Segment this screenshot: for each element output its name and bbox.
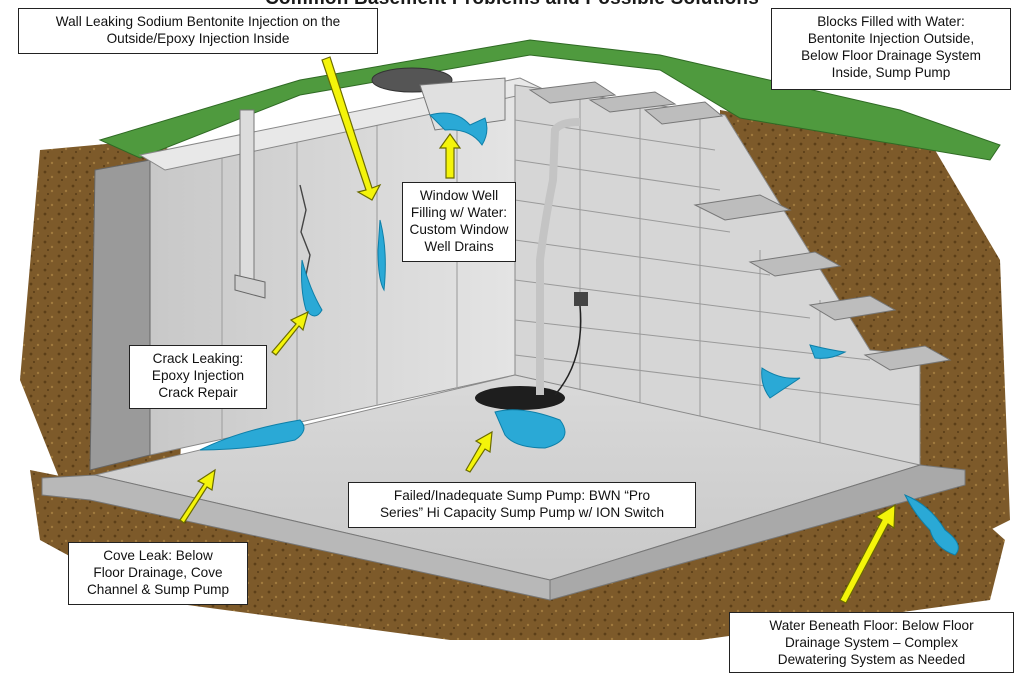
callout-line: Below Floor Drainage System bbox=[801, 48, 981, 63]
soil-bottom bbox=[30, 470, 1005, 640]
left-wall-edge bbox=[89, 159, 151, 471]
callout-line: Well Drains bbox=[424, 239, 494, 254]
callout-line: Epoxy Injection bbox=[151, 368, 245, 383]
pump-cord bbox=[554, 305, 582, 396]
wall-crack bbox=[299, 184, 311, 281]
block-step-tops bbox=[528, 81, 952, 371]
callout-line: Cove Leak: Below bbox=[103, 548, 213, 563]
callout-line: Water Beneath Floor: Below Floor bbox=[769, 618, 974, 633]
callout-crack-leaking: Crack Leaking: Epoxy Injection Crack Rep… bbox=[129, 345, 267, 409]
arrow-cove bbox=[179, 468, 216, 524]
callout-line: Wall Leaking Sodium Bentonite Injection … bbox=[55, 14, 341, 29]
callout-line: Outside/Epoxy Injection Inside bbox=[106, 31, 290, 46]
diagram-title: Common Basement Problems and Possible So… bbox=[0, 0, 1024, 10]
electrical-outlet bbox=[574, 292, 588, 306]
callout-line: Failed/Inadequate Sump Pump: BWN “Pro bbox=[393, 488, 651, 503]
sump-discharge-pipe bbox=[536, 118, 581, 395]
callout-line: Series” Hi Capacity Sump Pump w/ ION Swi… bbox=[379, 505, 665, 520]
callout-sump-pump: Failed/Inadequate Sump Pump: BWN “Pro Se… bbox=[348, 482, 696, 528]
arrow-wall-leak bbox=[321, 56, 382, 201]
callout-line: Custom Window bbox=[409, 222, 509, 237]
callout-blocks-filled: Blocks Filled with Water: Bentonite Inje… bbox=[771, 8, 1011, 90]
block-courses bbox=[514, 96, 921, 448]
sump-pit bbox=[475, 386, 565, 410]
callout-line: Blocks Filled with Water: bbox=[817, 14, 965, 29]
callout-line: Filling w/ Water: bbox=[410, 205, 508, 220]
callout-wall-leaking: Wall Leaking Sodium Bentonite Injection … bbox=[18, 8, 378, 54]
callout-line: Bentonite Injection Outside, bbox=[807, 31, 975, 46]
callout-window-well: Window Well Filling w/ Water: Custom Win… bbox=[402, 182, 516, 262]
arrow-beneath-floor bbox=[839, 503, 896, 604]
callout-line: Floor Drainage, Cove bbox=[93, 565, 223, 580]
grass-top bbox=[98, 39, 1001, 161]
callout-line: Drainage System – Complex bbox=[784, 635, 958, 650]
floor-slab-edge-right bbox=[549, 464, 966, 601]
callout-line: Inside, Sump Pump bbox=[831, 65, 951, 80]
drain-pipe-elbow bbox=[234, 274, 266, 299]
callout-water-beneath-floor: Water Beneath Floor: Below Floor Drainag… bbox=[729, 612, 1014, 673]
arrow-crack bbox=[271, 310, 309, 356]
callout-line: Crack Repair bbox=[158, 385, 238, 400]
arrow-sump bbox=[465, 430, 493, 473]
callout-line: Crack Leaking: bbox=[152, 351, 244, 366]
callout-line: Window Well bbox=[419, 188, 499, 203]
pointer-arrows bbox=[179, 56, 896, 604]
callout-cove-leak: Cove Leak: Below Floor Drainage, Cove Ch… bbox=[68, 542, 248, 605]
arrow-window-well bbox=[438, 132, 462, 179]
drain-pipe bbox=[239, 109, 255, 286]
callout-line: Channel & Sump Pump bbox=[86, 582, 230, 597]
water-puddles bbox=[199, 112, 959, 556]
callout-line: Dewatering System as Needed bbox=[777, 652, 966, 667]
